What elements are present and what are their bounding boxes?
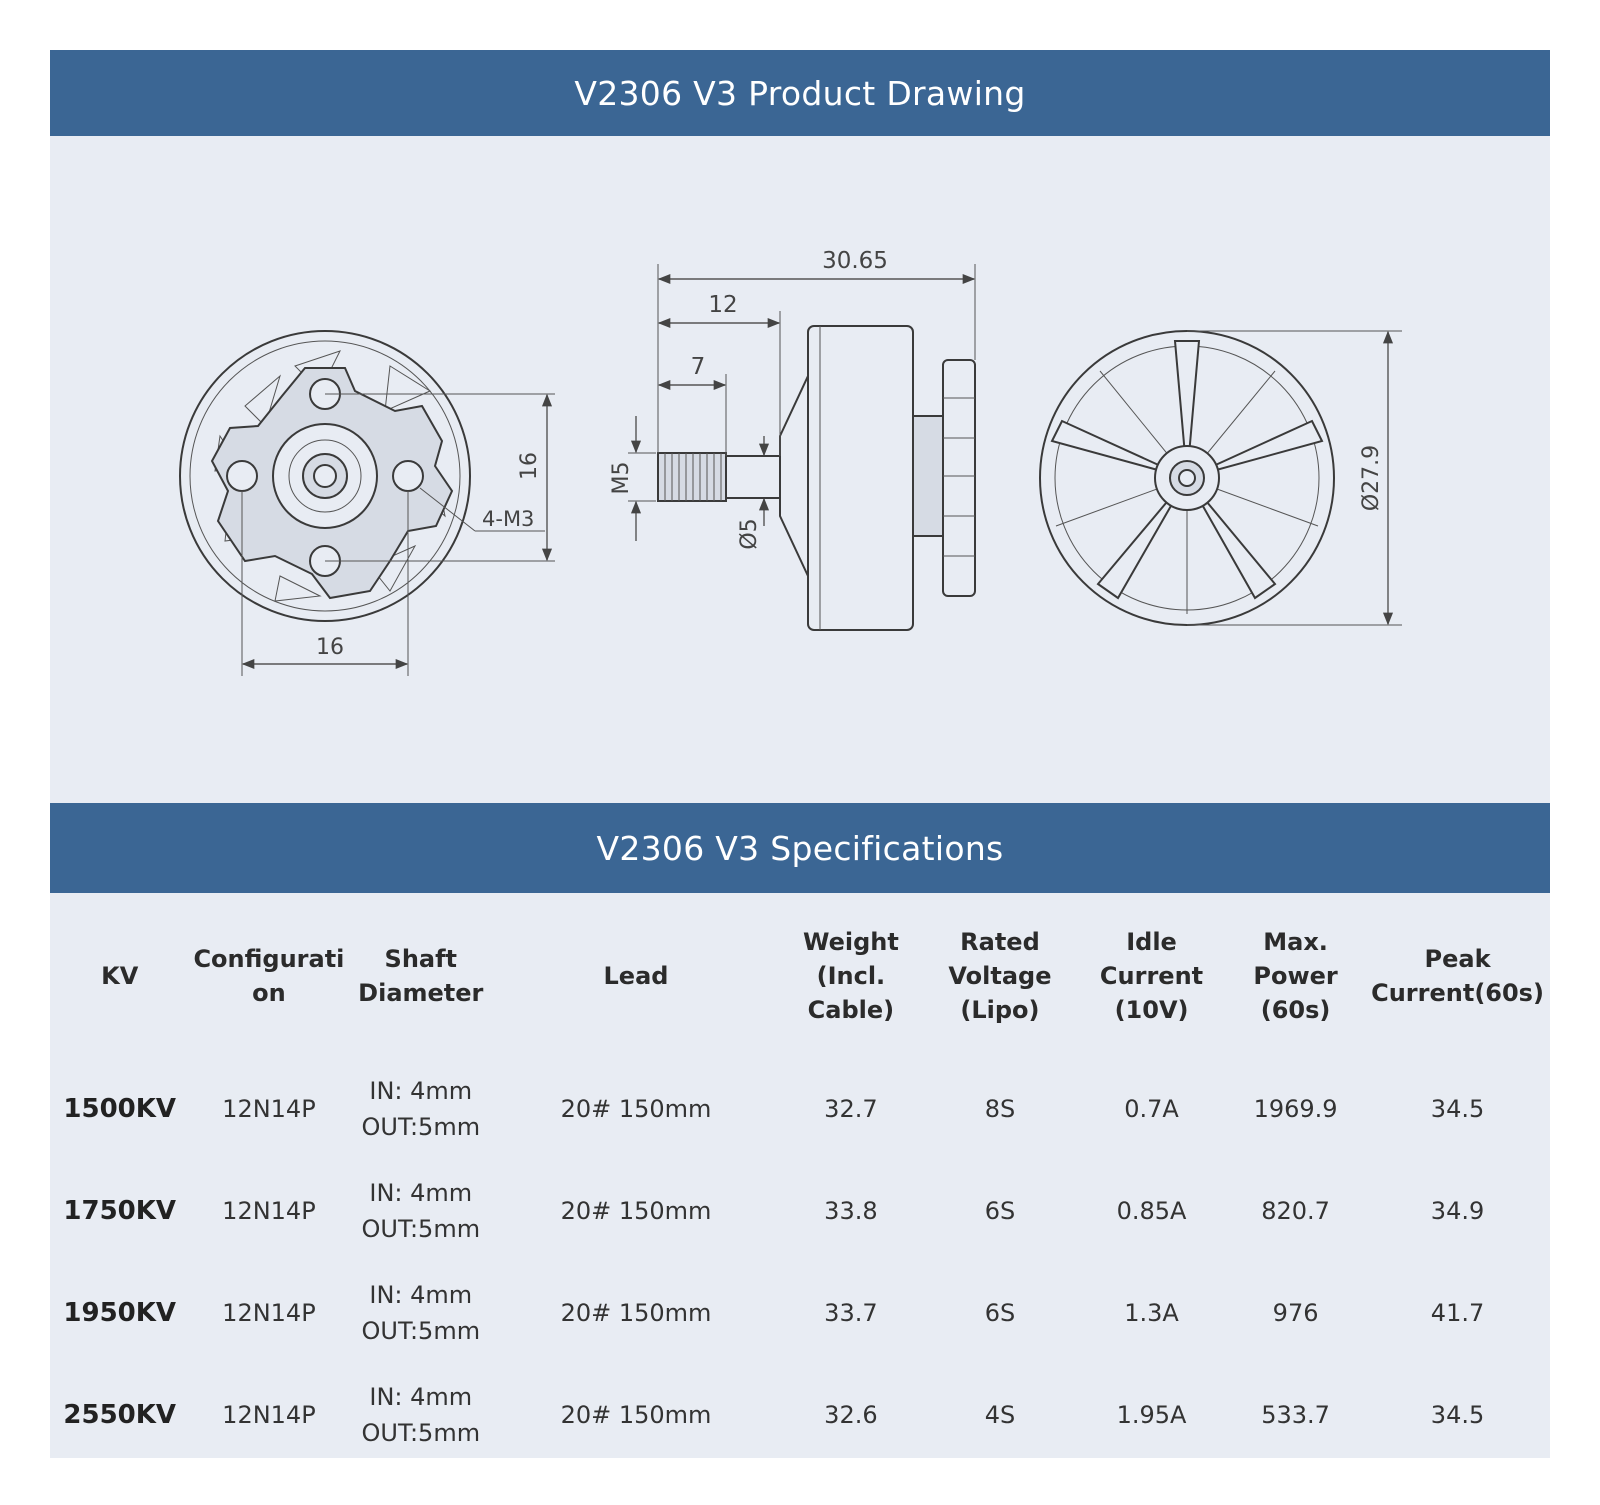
header-configuration: Configurati on	[193, 944, 345, 1007]
product-drawing-panel: 16 16 4-M3	[50, 136, 1550, 803]
thread-length-dim: 7	[691, 354, 706, 380]
product-drawing-title: V2306 V3 Product Drawing	[574, 73, 1026, 113]
cell-weight: 32.7	[824, 1095, 878, 1123]
specifications-banner: V2306 V3 Specifications	[50, 803, 1550, 893]
cell-max-power: 1969.9	[1253, 1095, 1338, 1123]
thread-dim: M5	[609, 462, 634, 495]
cell-rated-voltage: 6S	[984, 1197, 1016, 1225]
cell-idle-current: 0.7A	[1124, 1095, 1179, 1123]
cell-max-power: 820.7	[1261, 1197, 1330, 1225]
header-lead: Lead	[603, 961, 669, 990]
front-width-dim: 16	[316, 635, 344, 660]
cell-lead: 20# 150mm	[560, 1299, 712, 1327]
cell-idle-current: 1.95A	[1116, 1401, 1187, 1429]
cell-configuration: 12N14P	[222, 1095, 316, 1123]
cell-rated-voltage: 6S	[984, 1299, 1016, 1327]
cell-peak-current: 34.5	[1430, 1095, 1485, 1123]
table-row: 1950KV 12N14P IN: 4mm OUT:5mm 20# 150mm …	[50, 1262, 1550, 1364]
cell-weight: 33.7	[824, 1299, 878, 1327]
cell-configuration: 12N14P	[222, 1197, 316, 1225]
cell-lead: 20# 150mm	[560, 1095, 712, 1123]
rear-view: Ø27.9	[1039, 330, 1402, 626]
cell-rated-voltage: 8S	[984, 1095, 1016, 1123]
header-weight: Weight (Incl. Cable)	[802, 927, 899, 1024]
cell-shaft-diameter: IN: 4mm OUT:5mm	[361, 1179, 481, 1243]
total-length-dim: 30.65	[822, 248, 888, 274]
table-row: 2550KV 12N14P IN: 4mm OUT:5mm 20# 150mm …	[50, 1364, 1550, 1466]
cell-lead: 20# 150mm	[560, 1401, 712, 1429]
cell-idle-current: 1.3A	[1124, 1299, 1179, 1327]
header-kv: KV	[101, 961, 139, 990]
cell-lead: 20# 150mm	[560, 1197, 712, 1225]
cell-kv: 1750KV	[63, 1196, 177, 1226]
cell-weight: 33.8	[824, 1197, 878, 1225]
cell-kv: 1950KV	[63, 1298, 177, 1328]
mount-holes-dim: 4-M3	[482, 507, 534, 531]
front-view: 16 16 4-M3	[179, 330, 555, 676]
specifications-panel: KV Configurati on Shaft Diameter Lead We…	[50, 893, 1550, 1458]
cell-max-power: 533.7	[1261, 1401, 1330, 1429]
cell-configuration: 12N14P	[222, 1299, 316, 1327]
cell-rated-voltage: 4S	[984, 1401, 1016, 1429]
table-row: 1750KV 12N14P IN: 4mm OUT:5mm 20# 150mm …	[50, 1160, 1550, 1262]
table-row: 1500KV 12N14P IN: 4mm OUT:5mm 20# 150mm …	[50, 1058, 1550, 1160]
product-drawing-banner: V2306 V3 Product Drawing	[50, 50, 1550, 136]
cell-shaft-diameter: IN: 4mm OUT:5mm	[361, 1281, 481, 1345]
cell-peak-current: 34.5	[1430, 1401, 1485, 1429]
cell-shaft-diameter: IN: 4mm OUT:5mm	[361, 1383, 481, 1447]
cell-shaft-diameter: IN: 4mm OUT:5mm	[361, 1077, 481, 1141]
shaft-length-dim: 12	[708, 292, 737, 318]
header-shaft-diameter: Shaft Diameter	[358, 944, 484, 1007]
shaft-diameter-dim: Ø5	[737, 518, 762, 549]
cell-configuration: 12N14P	[222, 1401, 316, 1429]
side-view: 30.65 12 7 M5 Ø5	[609, 248, 976, 631]
cell-weight: 32.6	[824, 1401, 878, 1429]
product-drawing: 16 16 4-M3	[179, 248, 1402, 676]
specifications-table: KV Configurati on Shaft Diameter Lead We…	[50, 893, 1550, 1466]
header-max-power: Max. Power (60s)	[1253, 927, 1338, 1024]
specifications-title: V2306 V3 Specifications	[596, 828, 1004, 868]
header-peak-current: Peak Current(60s)	[1371, 944, 1544, 1007]
front-height-dim: 16	[517, 452, 542, 480]
cell-max-power: 976	[1272, 1299, 1319, 1327]
cell-peak-current: 34.9	[1430, 1197, 1485, 1225]
cell-peak-current: 41.7	[1430, 1299, 1485, 1327]
header-idle-current: Idle Current (10V)	[1099, 927, 1204, 1024]
header-rated-voltage: Rated Voltage (Lipo)	[948, 927, 1052, 1024]
cell-idle-current: 0.85A	[1116, 1197, 1187, 1225]
cell-kv: 2550KV	[63, 1400, 177, 1430]
bell-diameter-dim: Ø27.9	[1359, 445, 1384, 511]
cell-kv: 1500KV	[63, 1094, 177, 1124]
table-header-row: KV Configurati on Shaft Diameter Lead We…	[50, 893, 1550, 1058]
